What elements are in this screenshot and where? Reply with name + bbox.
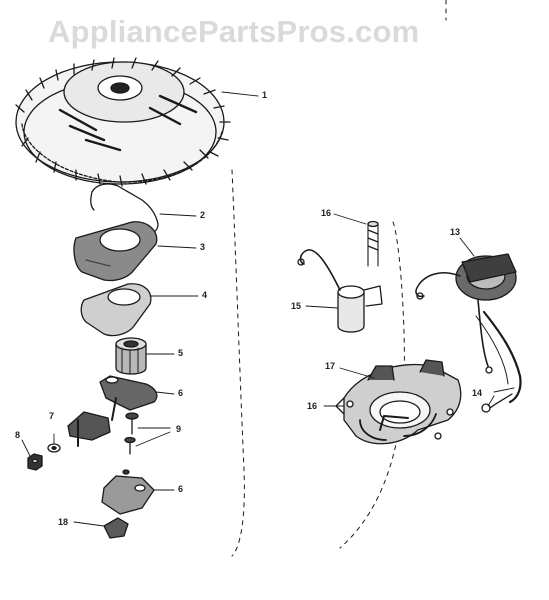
screws-part-9 <box>124 412 139 455</box>
ignition-coil-part-13 <box>415 253 517 374</box>
callout-7: 7 <box>49 411 55 421</box>
stator-plate-part-16 <box>335 359 462 445</box>
lead-wires-part-14 <box>475 310 522 413</box>
callout-15: 15 <box>291 301 302 311</box>
watermark-logo: AppliancePartsPros.com <box>48 14 420 49</box>
callout-9: 9 <box>176 424 182 434</box>
breaker-cover-part-3 <box>73 221 158 282</box>
nut-part-8 <box>27 453 43 471</box>
flywheel-part-1 <box>15 57 231 187</box>
callout-leaders <box>21 91 515 527</box>
pin-part-16 <box>367 220 379 267</box>
callout-14: 14 <box>472 388 483 398</box>
callout-4: 4 <box>202 290 208 300</box>
washer-part-7 <box>47 443 61 453</box>
callout-6-bracket: 6 <box>178 484 184 494</box>
contact-point-assembly <box>67 411 111 447</box>
breaker-arm-part-6 <box>99 375 158 421</box>
assembly-guide-lines <box>231 0 447 557</box>
callout-6-arm: 6 <box>178 388 184 398</box>
callout-16-stator: 16 <box>307 401 318 411</box>
bushing-part-5 <box>115 337 147 375</box>
callout-3: 3 <box>200 242 206 252</box>
callout-2: 2 <box>200 210 206 220</box>
callout-13: 13 <box>450 227 461 237</box>
callout-1: 1 <box>262 90 268 100</box>
gasket-part-4 <box>80 283 152 337</box>
callout-8: 8 <box>15 430 21 440</box>
callout-18: 18 <box>58 517 69 527</box>
callout-16-pin: 16 <box>321 208 332 218</box>
mounting-bracket-part-6 <box>101 469 155 515</box>
callout-17: 17 <box>325 361 336 371</box>
callout-5: 5 <box>178 348 184 358</box>
clip-part-18 <box>103 517 129 539</box>
condenser-part-15 <box>297 249 383 333</box>
